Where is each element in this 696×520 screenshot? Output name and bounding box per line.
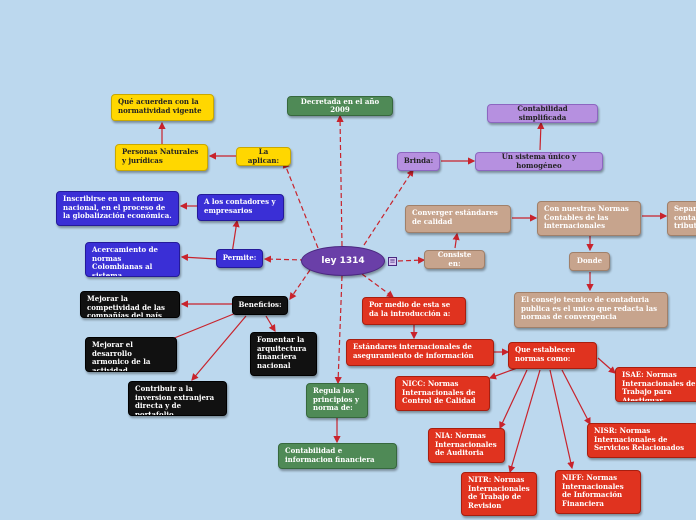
node-que-establecen[interactable]: Que establecen normas como: xyxy=(508,342,597,369)
line-establecen-nia xyxy=(499,369,528,430)
line-center-aplican xyxy=(282,160,319,249)
line-center-regula xyxy=(334,275,343,385)
node-consiste[interactable]: Consiste en: xyxy=(424,250,485,269)
node-decretada[interactable]: Decretada en el año 2009 xyxy=(287,96,393,116)
line-center-beneficios xyxy=(289,269,311,300)
node-estandares[interactable]: Estándares internacionales de aseguramie… xyxy=(346,339,494,366)
node-la-aplican[interactable]: La aplican: xyxy=(236,147,291,166)
line-establecen-niff xyxy=(549,369,575,470)
node-converger[interactable]: Converger estándares de calidad xyxy=(405,205,511,233)
node-por-medio[interactable]: Por medio de esta se da la introducción … xyxy=(362,297,466,325)
node-inscribirse[interactable]: Inscribirse en un entorno nacional, en e… xyxy=(56,191,179,226)
node-contabilidad-simplificada[interactable]: Contabilidad simplificada xyxy=(487,104,598,123)
line-center-pormedio xyxy=(361,273,394,298)
node-contribuir[interactable]: Contribuir a la inversion extranjera dir… xyxy=(128,381,227,416)
node-acercamiento[interactable]: Acercamiento de normas Colombianas al si… xyxy=(85,242,180,277)
node-regula[interactable]: Regula los principios y norma de: xyxy=(306,383,368,418)
node-nitr[interactable]: NITR: Normas Internacionales de Trabajo … xyxy=(461,472,537,516)
line-establecen-nitr xyxy=(508,369,541,474)
node-con-nuestras[interactable]: Con nuestras Normas Contables de las int… xyxy=(537,201,641,236)
node-niff[interactable]: NIFF: Normas Internacionales de Informac… xyxy=(555,470,641,514)
line-beneficios-fomentar xyxy=(265,315,276,333)
node-a-los-contadores[interactable]: A los contadores y empresarios xyxy=(197,194,284,221)
node-beneficios[interactable]: Beneficios: xyxy=(232,296,288,315)
node-fomentar[interactable]: Fomentar la arquitectura financiera naci… xyxy=(250,332,317,376)
line-establecen-nisr xyxy=(561,369,591,426)
central-topic-ley-1314[interactable]: ley 1314 xyxy=(301,246,385,276)
node-separar[interactable]: Separar la contabilidad tributaria xyxy=(667,201,696,236)
line-sistema-simplificada xyxy=(537,121,545,151)
node-brinda[interactable]: Brinda: xyxy=(397,152,440,171)
node-mejorar-competitividad[interactable]: Mejorar la competividad de las compañías… xyxy=(80,291,180,318)
note-icon[interactable]: ≡ xyxy=(388,257,397,266)
node-consejo[interactable]: El consejo tecnico de contaduria publica… xyxy=(514,292,668,328)
node-mejorar-desarrollo[interactable]: Mejorar el desarrollo armonico de la act… xyxy=(85,337,177,372)
line-consiste-converger xyxy=(452,232,460,249)
line-center-decretada xyxy=(336,114,344,247)
line-center-permite xyxy=(263,255,306,263)
line-beneficios-contribuir xyxy=(191,315,247,381)
node-isae[interactable]: ISAE: Normas Internacionales de Trabajo … xyxy=(615,367,696,402)
node-nisr[interactable]: NISR: Normas Internacionales de Servicio… xyxy=(587,423,696,458)
line-center-consiste xyxy=(397,256,426,264)
node-nicc[interactable]: NICC: Normas Internacionales de Control … xyxy=(395,376,490,411)
node-contabilidad-info[interactable]: Contabilidad e informacion financiera xyxy=(278,443,397,469)
line-establecen-isae xyxy=(597,357,616,374)
node-permite[interactable]: Permite: xyxy=(216,249,263,268)
line-center-brinda xyxy=(363,168,414,246)
node-donde[interactable]: Donde xyxy=(569,252,610,271)
line-permite-acercamiento xyxy=(180,253,217,261)
node-personas[interactable]: Personas Naturales y jurídicas xyxy=(115,144,208,171)
node-que-acuerden[interactable]: Qué acuerden con la normatividad vigente xyxy=(111,94,214,121)
node-sistema-unico[interactable]: Un sistema único y homogéneo xyxy=(475,152,603,171)
node-nia[interactable]: NIA: Normas Internacionales de Auditoria xyxy=(428,428,505,463)
